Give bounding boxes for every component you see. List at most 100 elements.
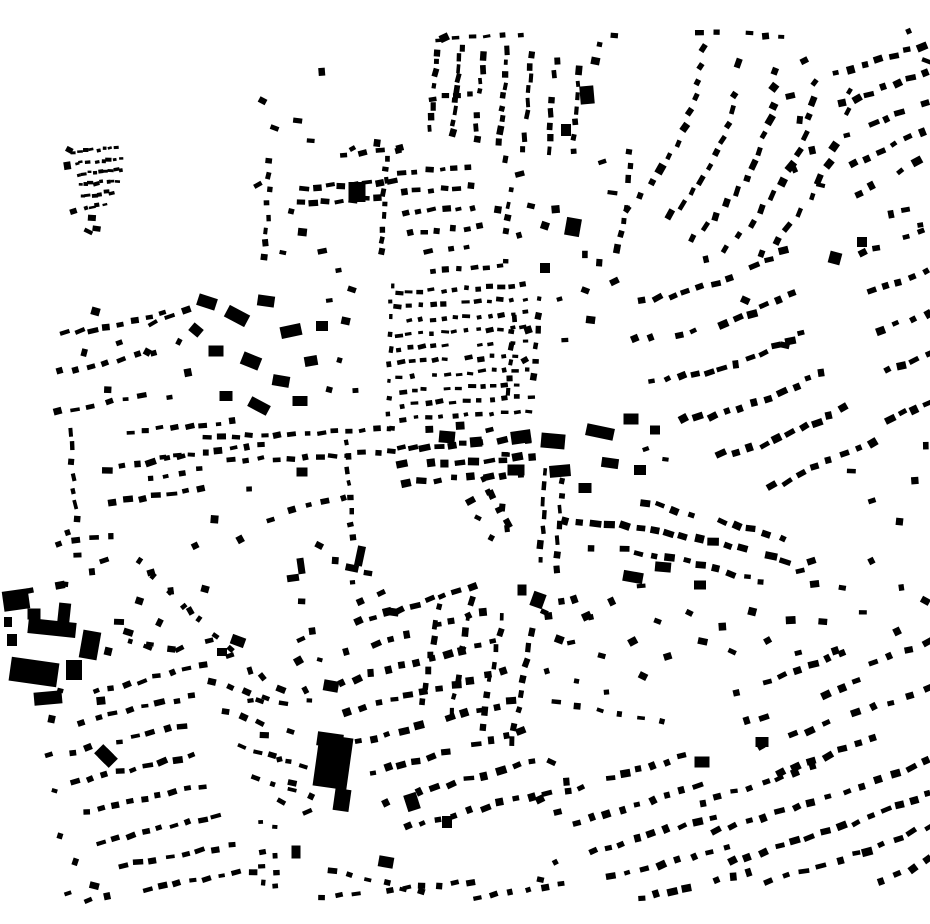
building xyxy=(336,356,343,364)
building xyxy=(472,895,482,902)
building xyxy=(187,692,196,699)
building xyxy=(395,290,404,296)
building xyxy=(824,411,833,420)
building xyxy=(136,678,148,686)
building xyxy=(443,386,451,391)
large-building xyxy=(529,590,547,610)
building xyxy=(70,473,77,482)
building xyxy=(142,762,154,769)
building xyxy=(116,355,127,364)
building xyxy=(278,700,289,707)
building xyxy=(896,361,907,371)
large-building xyxy=(694,756,710,768)
building xyxy=(729,872,737,881)
building xyxy=(272,852,278,859)
building xyxy=(357,449,366,455)
building xyxy=(824,456,832,465)
building xyxy=(723,120,733,130)
building xyxy=(676,370,688,381)
building xyxy=(279,249,287,256)
building xyxy=(654,500,666,509)
building xyxy=(570,133,577,141)
building xyxy=(857,782,866,791)
building xyxy=(836,856,845,866)
building xyxy=(261,433,269,438)
building xyxy=(478,77,483,85)
building xyxy=(473,123,479,132)
building xyxy=(449,165,458,171)
building xyxy=(187,751,196,759)
building xyxy=(396,358,406,366)
large-building xyxy=(4,617,12,627)
large-building xyxy=(1,588,31,612)
building xyxy=(103,646,113,657)
building xyxy=(166,491,178,497)
building xyxy=(155,617,164,628)
building xyxy=(221,708,230,716)
building xyxy=(909,315,918,324)
building xyxy=(296,635,306,644)
building xyxy=(623,204,632,214)
large-building xyxy=(7,634,17,646)
building xyxy=(141,428,149,434)
building xyxy=(463,775,475,781)
building xyxy=(734,231,743,240)
building xyxy=(523,109,531,120)
building xyxy=(87,214,97,222)
building xyxy=(872,774,884,785)
building xyxy=(875,325,887,337)
building xyxy=(907,863,919,875)
building xyxy=(441,343,449,348)
building xyxy=(113,167,120,172)
building xyxy=(455,674,462,685)
building xyxy=(557,880,565,887)
building xyxy=(433,58,439,64)
building xyxy=(402,630,411,639)
building xyxy=(301,685,310,695)
building xyxy=(817,368,825,378)
building xyxy=(575,65,583,76)
building xyxy=(383,731,391,738)
large-building xyxy=(510,429,532,445)
building xyxy=(351,891,361,897)
building xyxy=(522,309,529,314)
building xyxy=(508,297,515,303)
building xyxy=(90,306,101,317)
large-building xyxy=(540,432,566,450)
building xyxy=(575,80,581,87)
building xyxy=(807,95,818,108)
building xyxy=(269,781,276,788)
building xyxy=(110,179,115,183)
large-building xyxy=(403,791,421,813)
building xyxy=(423,247,434,255)
building xyxy=(744,867,753,878)
building xyxy=(694,533,705,544)
building xyxy=(495,296,504,302)
building xyxy=(716,517,728,527)
building xyxy=(789,767,801,778)
building xyxy=(308,199,319,207)
building xyxy=(180,305,192,315)
building xyxy=(335,267,342,274)
building xyxy=(103,189,110,194)
building xyxy=(166,394,173,401)
building xyxy=(862,154,872,164)
building xyxy=(573,702,581,710)
building xyxy=(419,357,427,363)
building xyxy=(481,706,489,716)
building xyxy=(883,365,892,374)
building xyxy=(64,145,74,154)
building xyxy=(451,35,460,40)
building xyxy=(618,520,631,531)
building xyxy=(758,300,770,310)
large-building xyxy=(654,561,672,573)
building xyxy=(836,744,848,753)
building xyxy=(399,389,408,396)
building xyxy=(807,659,820,669)
building xyxy=(493,205,503,214)
building xyxy=(487,736,495,745)
building xyxy=(617,229,625,239)
building xyxy=(554,535,560,546)
building xyxy=(597,158,607,166)
